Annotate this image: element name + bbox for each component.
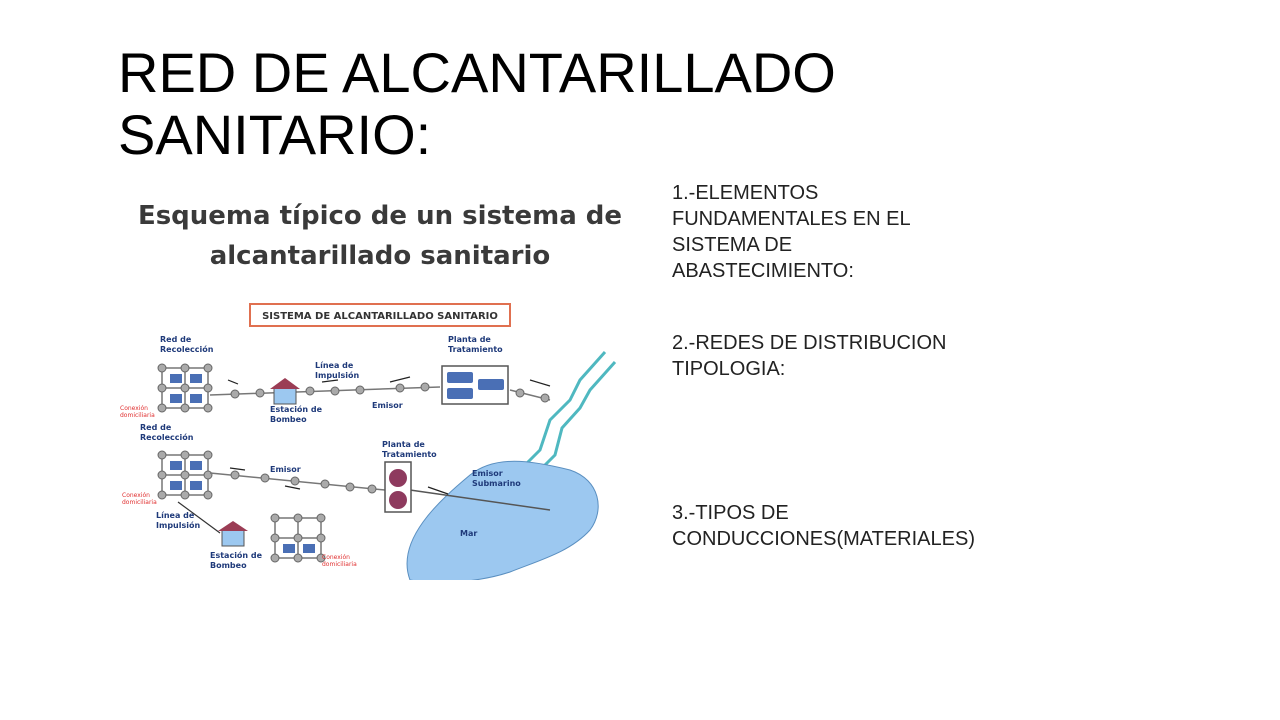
topic-1-line-3: SISTEMA DE bbox=[672, 234, 793, 256]
figure-heading-line-1: Esquema típico de un sistema de bbox=[137, 201, 623, 231]
pipe-nodes-bottom-line bbox=[230, 470, 377, 494]
pipe-nodes-top-network bbox=[157, 363, 213, 413]
label-red-top-1: Red de bbox=[160, 335, 192, 344]
label-conexion-3a: Conexión bbox=[322, 554, 350, 561]
flow-arrows-bottom bbox=[229, 467, 449, 495]
label-estacion-bottom-1: Estación de bbox=[210, 550, 263, 560]
topic-3: 3.-TIPOS DE CONDUCCIONES(MATERIALES) bbox=[672, 500, 975, 552]
treatment-plant-top bbox=[441, 365, 509, 405]
slide-title-line-2: SANITARIO: bbox=[118, 103, 432, 166]
buildings-small bbox=[283, 544, 315, 553]
label-estacion-bottom-2: Bombeo bbox=[210, 561, 247, 570]
topic-1-line-4: ABASTECIMIENTO: bbox=[672, 260, 854, 282]
label-red-bottom-2: Recolección bbox=[140, 432, 194, 442]
river bbox=[518, 351, 617, 477]
label-estacion-top-2: Bombeo bbox=[270, 415, 307, 424]
label-conexion-2a: Conexión bbox=[122, 492, 150, 499]
slide-title-line-1: RED DE ALCANTARILLADO bbox=[118, 41, 836, 104]
topic-2-line-1: 2.-REDES DE DISTRIBUCION bbox=[672, 332, 947, 354]
label-conexion-3b: domiciliaria bbox=[322, 561, 357, 568]
label-estacion-top-1: Estación de bbox=[270, 404, 323, 414]
label-planta-top-2: Tratamiento bbox=[448, 345, 503, 354]
label-red-top-2: Recolección bbox=[160, 344, 214, 354]
label-linea-top-1: Línea de bbox=[315, 361, 354, 370]
label-planta-bottom-1: Planta de bbox=[382, 440, 425, 449]
pumping-station-bottom bbox=[218, 521, 248, 547]
label-planta-bottom-2: Tratamiento bbox=[382, 450, 437, 459]
slide-title: RED DE ALCANTARILLADO SANITARIO: bbox=[118, 42, 1018, 166]
pipe-nodes-top-line bbox=[230, 382, 550, 403]
label-submarino-2: Submarino bbox=[472, 479, 521, 488]
label-emisor-top: Emisor bbox=[372, 401, 403, 410]
flow-arrows-top bbox=[227, 376, 551, 387]
label-linea-bottom-1: Línea de bbox=[156, 511, 195, 520]
figure-heading: Esquema típico de un sistema de alcantar… bbox=[120, 196, 640, 276]
pipe-nodes-small-network bbox=[270, 513, 326, 563]
label-mar: Mar bbox=[460, 529, 477, 538]
figure-heading-line-2: alcantarillado sanitario bbox=[209, 241, 551, 271]
label-linea-top-2: Impulsión bbox=[315, 370, 359, 380]
topic-2-line-2: TIPOLOGIA: bbox=[672, 358, 786, 380]
treatment-plant-bottom bbox=[384, 461, 412, 513]
label-submarino-1: Emisor bbox=[472, 469, 503, 478]
label-conexion-2b: domiciliaria bbox=[122, 499, 157, 506]
label-linea-bottom-2: Impulsión bbox=[156, 520, 200, 530]
label-conexion-1b: domiciliaria bbox=[120, 412, 155, 419]
label-emisor-bottom: Emisor bbox=[270, 465, 301, 474]
topic-1: 1.-ELEMENTOS FUNDAMENTALES EN EL SISTEMA… bbox=[672, 180, 911, 284]
topic-3-line-1: 3.-TIPOS DE bbox=[672, 502, 789, 524]
buildings-top bbox=[170, 374, 202, 403]
label-conexion-1a: Conexión bbox=[120, 405, 148, 412]
label-planta-top-1: Planta de bbox=[448, 335, 491, 344]
diagram-box-title-frame bbox=[249, 303, 511, 327]
topic-2: 2.-REDES DE DISTRIBUCION TIPOLOGIA: bbox=[672, 330, 946, 382]
label-red-bottom-1: Red de bbox=[140, 423, 172, 432]
topic-3-line-2: CONDUCCIONES(MATERIALES) bbox=[672, 528, 975, 550]
sewer-system-diagram: SISTEMA DE ALCANTARILLADO SANITARIO bbox=[120, 303, 617, 580]
buildings-bottom bbox=[170, 461, 202, 490]
topic-1-line-1: 1.-ELEMENTOS bbox=[672, 182, 819, 204]
sea-area bbox=[406, 460, 599, 580]
diagram-box-title: SISTEMA DE ALCANTARILLADO SANITARIO bbox=[262, 311, 498, 322]
pipe-nodes-bottom-network bbox=[157, 450, 213, 500]
topic-1-line-2: FUNDAMENTALES EN EL bbox=[672, 208, 911, 230]
pumping-station-top bbox=[270, 378, 300, 405]
